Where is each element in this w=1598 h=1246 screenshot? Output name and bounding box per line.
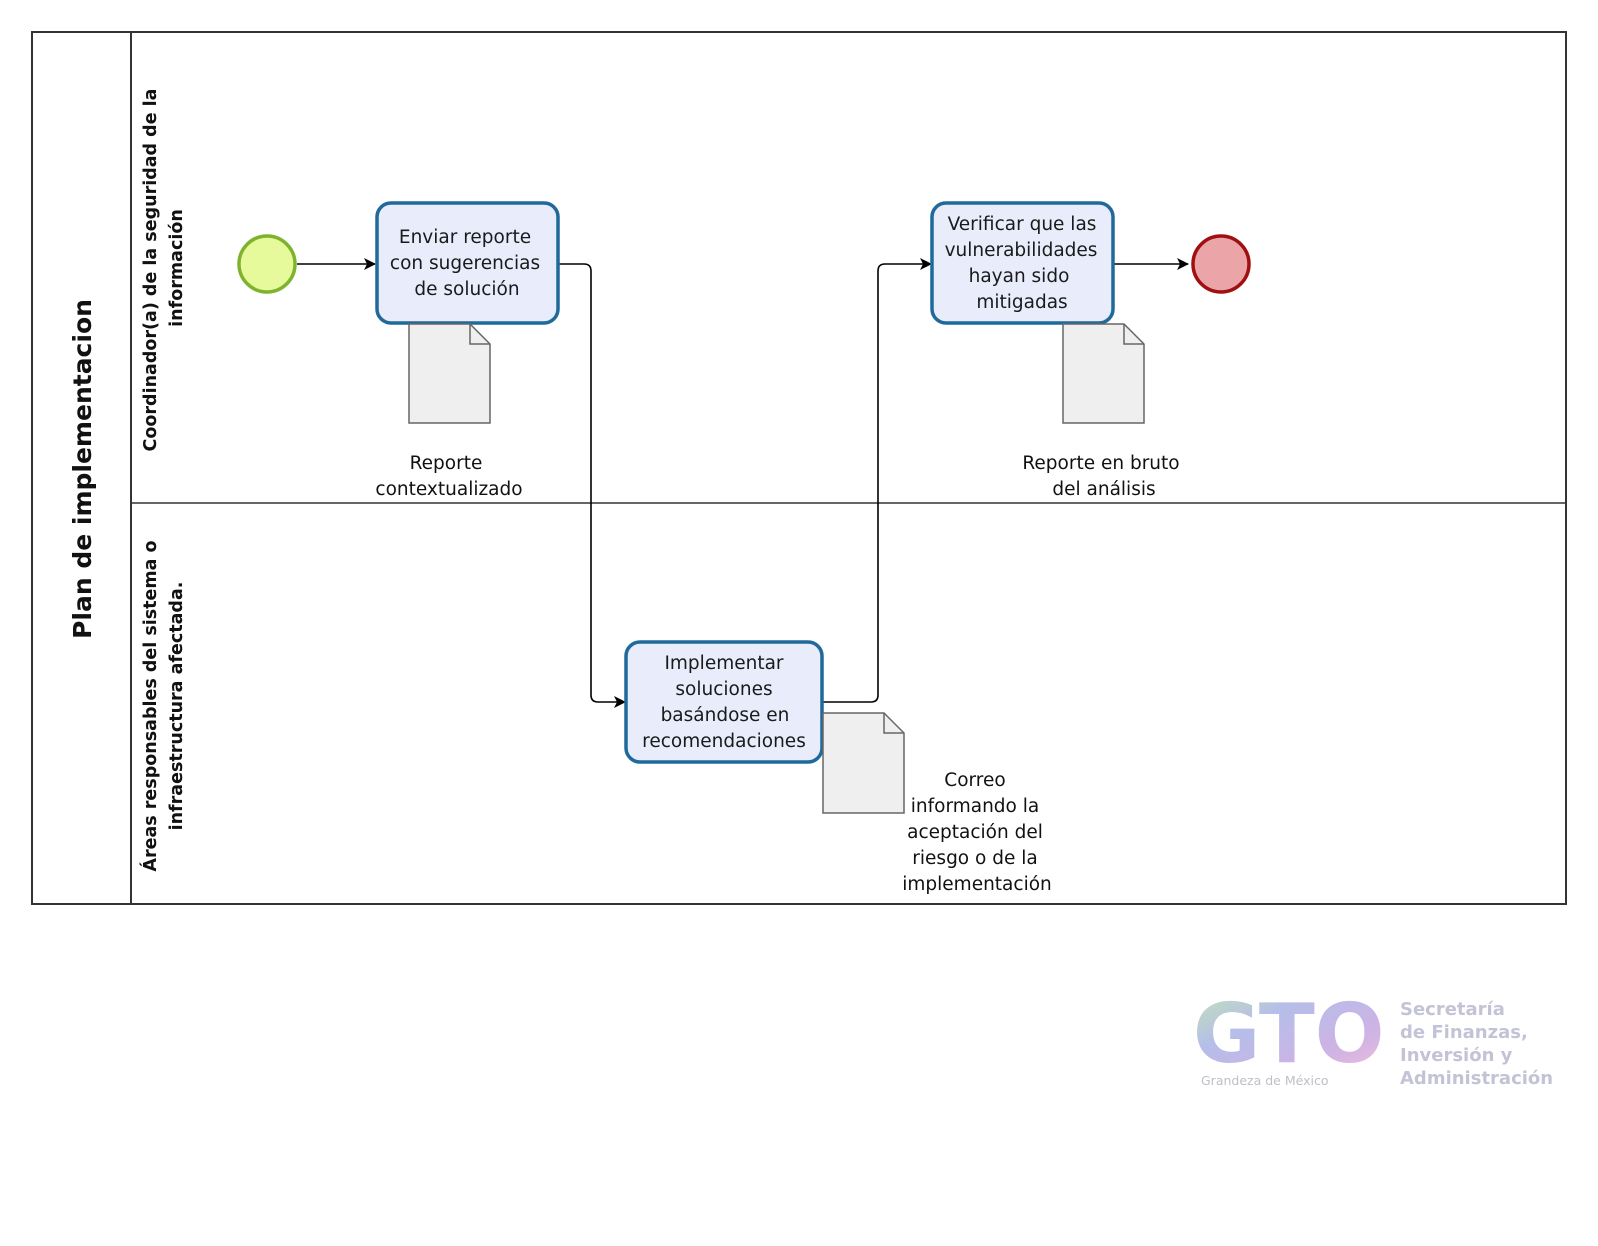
task-box[interactable]: [624, 640, 824, 764]
document-label-line: Correo: [944, 770, 1005, 791]
task-verificar[interactable]: Verificar que las vulnerabilidades hayan…: [930, 201, 1115, 325]
lane-title-line: Áreas responsables del sistema o: [139, 540, 161, 871]
secretaria-line: Inversión y: [1400, 1045, 1513, 1066]
document-icon[interactable]: [822, 712, 905, 814]
task-enviar-reporte[interactable]: Enviar reporte con sugerencias de soluci…: [375, 201, 560, 325]
task-label-line: vulnerabilidades: [945, 240, 1098, 261]
gto-logo-mark: GTO: [1193, 987, 1385, 1082]
lane-title-line: infraestructura afectada.: [167, 582, 187, 831]
secretaria-line: Administración: [1400, 1068, 1553, 1089]
start-event[interactable]: [237, 234, 297, 294]
document-label-line: riesgo o de la: [912, 848, 1037, 869]
task-label-line: Implementar: [664, 653, 783, 674]
document-label-line: informando la: [911, 796, 1039, 817]
task-label-line: hayan sido: [969, 266, 1070, 287]
document-label-line: aceptación del: [907, 822, 1043, 843]
flow-implementar-to-verificar: [822, 258, 932, 703]
task-label-line: con sugerencias: [390, 253, 540, 274]
task-label-line: Verificar que las: [948, 214, 1097, 235]
lane-title-line: Coordinador(a) de la seguridad de la: [141, 89, 161, 452]
task-box[interactable]: [375, 201, 560, 325]
document-icon[interactable]: [1062, 323, 1145, 424]
document-correo[interactable]: Correo informando la aceptación del ries…: [822, 712, 1052, 895]
flow-enviar-to-implementar: [558, 263, 626, 708]
lane-title-line: información: [167, 209, 187, 327]
document-label-line: Reporte: [410, 453, 483, 474]
document-fold: [469, 324, 490, 345]
gto-logo: GTO Grandeza de México Secretaría de Fin…: [1193, 987, 1553, 1089]
task-implementar[interactable]: Implementar soluciones basándose en reco…: [624, 640, 824, 764]
task-label-line: basándose en: [661, 705, 790, 726]
document-reporte-contextualizado[interactable]: Reporte contextualizado: [375, 323, 523, 500]
document-label-line: implementación: [902, 874, 1052, 895]
document-label-line: contextualizado: [375, 479, 522, 500]
pool: Plan de implementacion: [31, 31, 1567, 905]
document-fold: [1123, 324, 1144, 345]
document-icon[interactable]: [408, 323, 491, 424]
document-label-line: del análisis: [1052, 479, 1155, 500]
task-box[interactable]: [930, 201, 1115, 325]
sequence-flows: [297, 258, 1189, 708]
document-reporte-bruto[interactable]: Reporte en bruto del análisis: [1022, 323, 1180, 500]
lane-coordinator: Coordinador(a) de la seguridad de la inf…: [141, 89, 187, 452]
document-label-line: Reporte en bruto: [1022, 453, 1179, 474]
pool-border: [31, 31, 1567, 905]
lane-areas: Áreas responsables del sistema o infraes…: [139, 540, 187, 871]
secretaria-line: de Finanzas,: [1400, 1022, 1528, 1043]
task-label-line: de solución: [414, 279, 519, 300]
task-label-line: Enviar reporte: [399, 227, 531, 248]
secretaria-line: Secretaría: [1400, 999, 1505, 1020]
task-label-line: mitigadas: [976, 292, 1067, 313]
end-event[interactable]: [1191, 234, 1251, 294]
gto-logo-tagline: Grandeza de México: [1201, 1073, 1328, 1088]
task-label-line: recomendaciones: [642, 731, 806, 752]
pool-title: Plan de implementacion: [68, 299, 97, 639]
task-label-line: soluciones: [675, 679, 772, 700]
document-fold: [883, 713, 904, 734]
